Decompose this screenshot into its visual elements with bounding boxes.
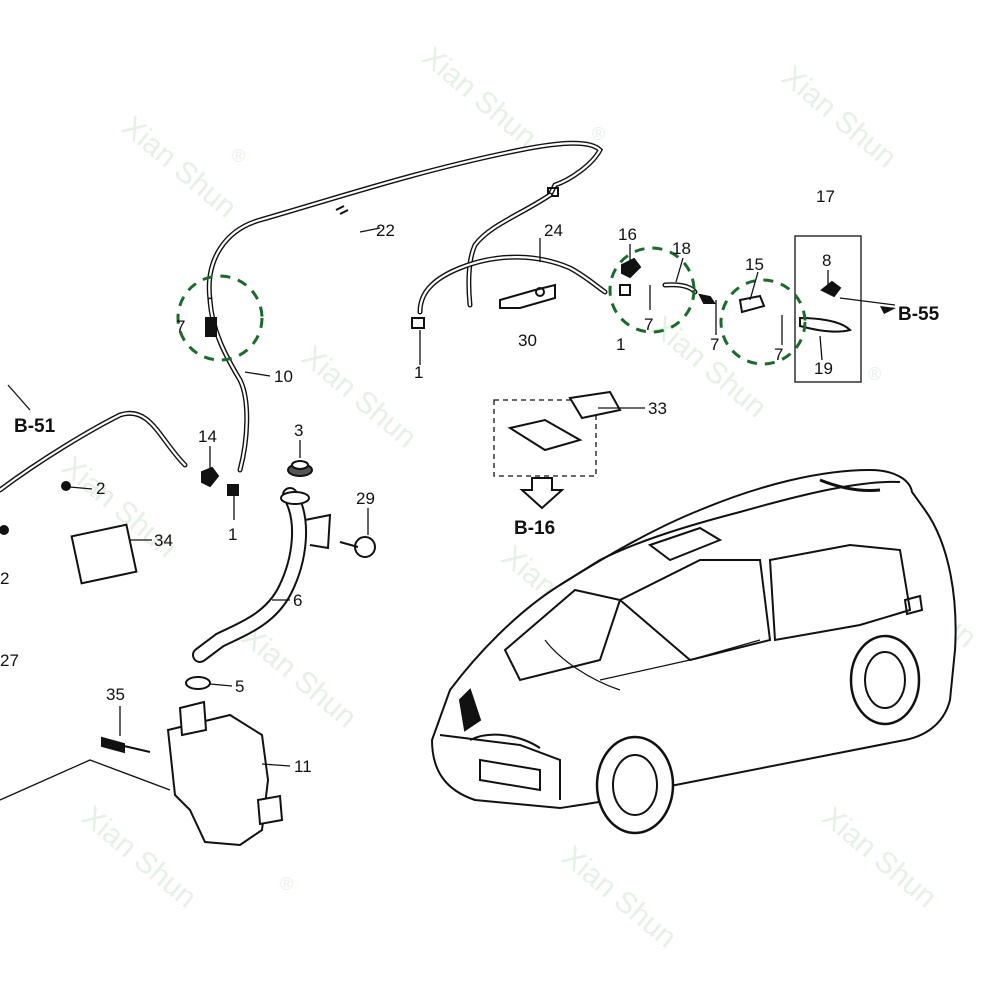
- nozzle-assembly-15: [738, 280, 852, 333]
- reference-labels: B-51 B-55 B-16: [14, 304, 940, 539]
- callout-2-edge: 2: [0, 569, 9, 588]
- leader-lines: [7, 227, 896, 767]
- nozzle-assembly-16: [619, 257, 716, 304]
- callout-1-center: 1: [228, 525, 237, 544]
- filler-neck-6: [192, 487, 332, 663]
- callout-24: 24: [544, 221, 563, 240]
- ref-b51: B-51: [14, 416, 56, 437]
- callout-labels: 22 24 16 18 15 17 8 19 30 1 1 7 7 7 7 10…: [0, 187, 835, 776]
- svg-text:Xian Shun: Xian Shun: [816, 800, 943, 914]
- hose-joint-1: [411, 317, 425, 329]
- svg-text:Xian Shun: Xian Shun: [416, 40, 543, 154]
- group-bracket-17: [794, 235, 862, 383]
- callout-33: 33: [648, 399, 667, 418]
- washer-5: [185, 676, 211, 690]
- watermark-registered-mark: ®: [280, 874, 293, 894]
- clip-1-center: [227, 484, 239, 496]
- callout-5: 5: [235, 677, 244, 696]
- leader-tank: [0, 759, 171, 801]
- watermark-registered-mark: ®: [592, 124, 605, 144]
- bracket-30: [499, 283, 556, 309]
- watermark-logo: Xian Shun: [236, 620, 363, 734]
- watermark-logo: Xian Shun: [816, 800, 943, 914]
- callout-11: 11: [294, 757, 312, 776]
- callout-7-hose: 7: [176, 317, 185, 336]
- callout-15: 15: [745, 255, 764, 274]
- highlight-circle-nozzle-15: [719, 278, 807, 366]
- ref-b16: B-16: [514, 518, 555, 539]
- svg-text:Xian Shun: Xian Shun: [776, 60, 903, 174]
- callout-18: 18: [672, 239, 691, 258]
- hose-24: [411, 254, 608, 329]
- callout-2-left: 2: [96, 479, 105, 498]
- callout-30: 30: [518, 331, 537, 350]
- highlight-circle-hose-joint: [176, 274, 264, 362]
- svg-text:Xian Shun: Xian Shun: [76, 800, 203, 914]
- svg-text:Xian Shun: Xian Shun: [116, 110, 243, 224]
- pad-33: [493, 390, 622, 477]
- svg-text:Xian Shun: Xian Shun: [296, 340, 423, 454]
- hose-b51: [0, 410, 188, 493]
- callout-7-mid: 7: [710, 335, 719, 354]
- tank-11: [166, 700, 284, 847]
- callout-22: 22: [376, 221, 395, 240]
- watermark-logo: Xian Shun: [76, 800, 203, 914]
- grommet-2: [61, 481, 71, 491]
- watermark-logo: Xian Shun: [116, 110, 243, 224]
- svg-text:Xian Shun: Xian Shun: [556, 840, 683, 954]
- vehicle-illustration: [430, 468, 957, 835]
- callout-17: 17: [816, 187, 835, 206]
- panel-34: [70, 523, 138, 585]
- callout-29: 29: [356, 489, 375, 508]
- bolt-35: [101, 736, 151, 754]
- svg-text:Xian Shun: Xian Shun: [236, 620, 363, 734]
- callout-27: 27: [0, 651, 19, 670]
- callout-34: 34: [154, 531, 173, 550]
- clip-14: [201, 466, 220, 488]
- ref-b55: B-55: [898, 304, 940, 325]
- grommet-2-left: [0, 525, 9, 535]
- callout-6: 6: [293, 591, 302, 610]
- callout-3: 3: [294, 421, 303, 440]
- clip-29: [339, 536, 376, 558]
- watermark-registered-mark: ®: [868, 364, 881, 384]
- callout-19: 19: [814, 359, 833, 378]
- watermark-logo: Xian Shun: [416, 40, 543, 154]
- hose-22: [206, 140, 604, 308]
- callout-14: 14: [198, 427, 217, 446]
- callout-8: 8: [822, 251, 831, 270]
- callout-10: 10: [274, 367, 293, 386]
- cap-3: [287, 460, 313, 477]
- arrow-b16: [519, 477, 565, 510]
- arrow-b55: [880, 306, 896, 314]
- highlight-circle-nozzle-16: [608, 246, 696, 334]
- callout-1-nozzle: 1: [616, 335, 625, 354]
- watermark-registered-mark: ®: [232, 146, 245, 166]
- callout-7-nozzle-16: 7: [644, 315, 653, 334]
- hose-10: [205, 297, 250, 473]
- callout-35: 35: [106, 685, 125, 704]
- watermark-logo: Xian Shun: [776, 60, 903, 174]
- callout-7-nozzle-15: 7: [774, 345, 783, 364]
- callout-16: 16: [618, 225, 637, 244]
- callout-1-top: 1: [414, 363, 423, 382]
- watermark-logo: Xian Shun: [556, 840, 683, 954]
- watermark-logo: Xian Shun: [296, 340, 423, 454]
